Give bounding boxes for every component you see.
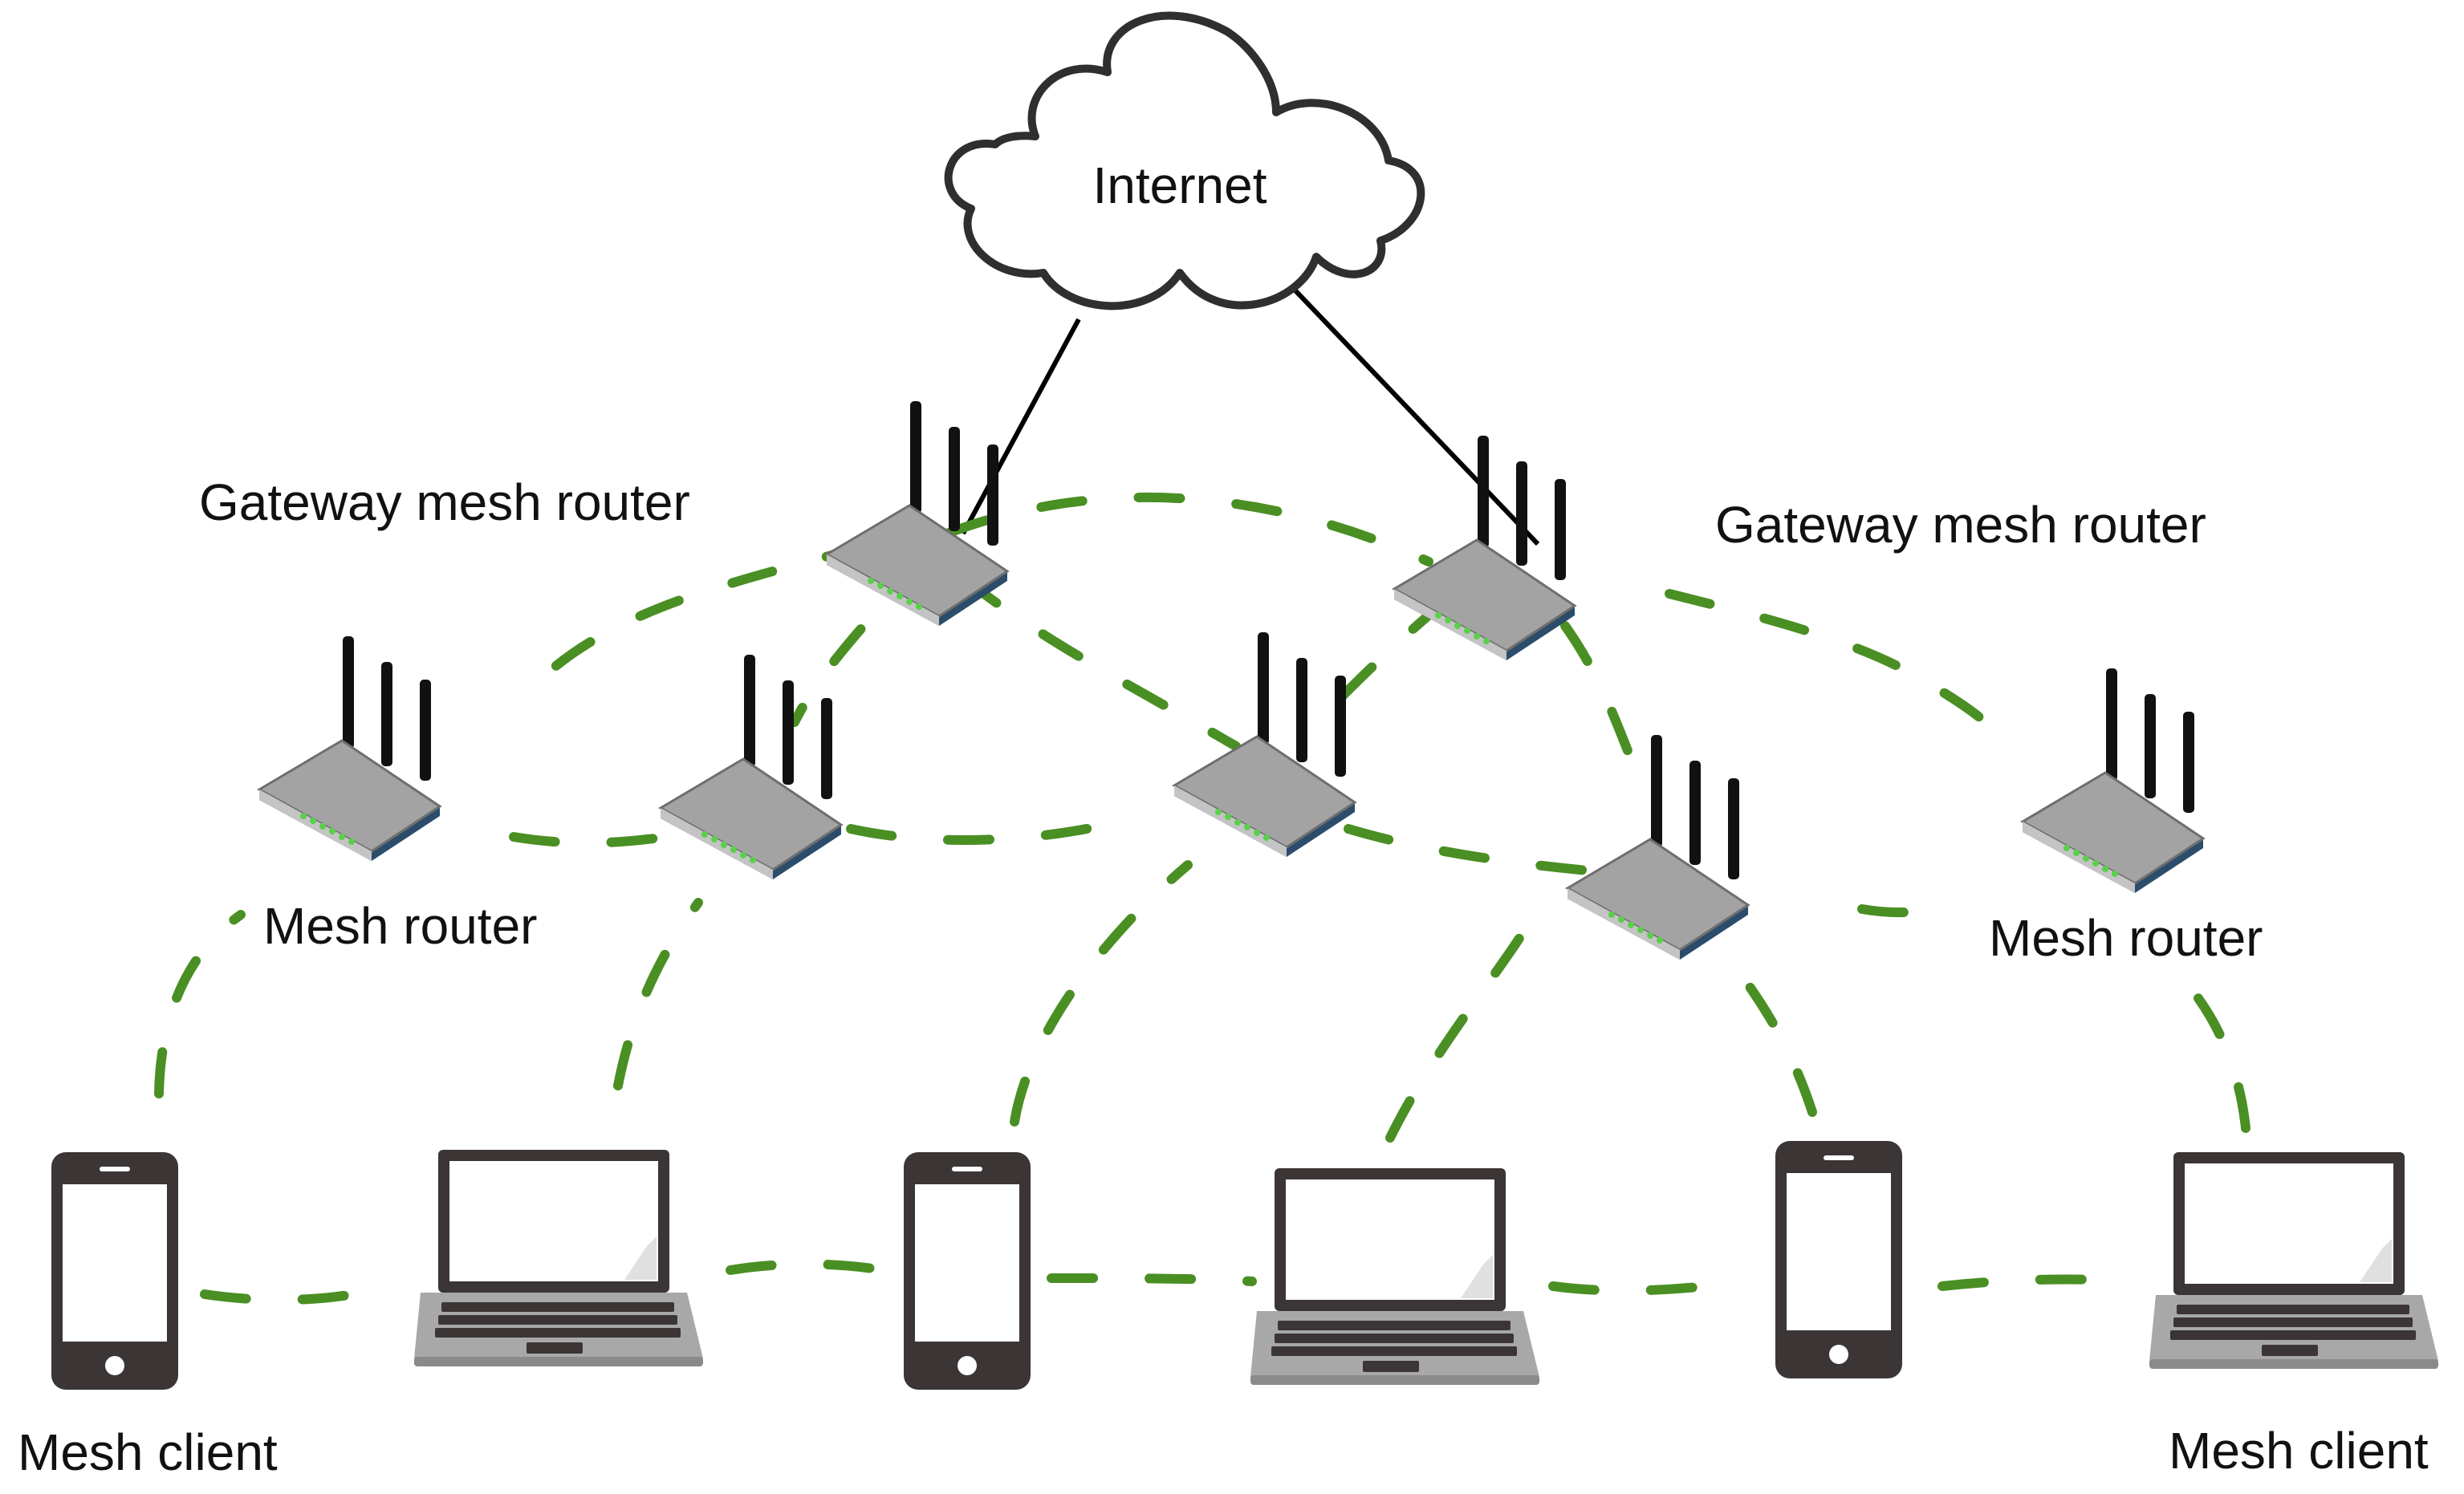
- mesh-router-icon: [1566, 733, 1750, 961]
- smartphone-icon: [904, 1152, 1031, 1390]
- mesh-router-icon: [659, 653, 843, 881]
- mesh-client-right-label: Mesh client: [2169, 1422, 2429, 1480]
- wireless-links: [154, 492, 2251, 1305]
- internet-label: Internet: [1092, 156, 1267, 214]
- gateway-router-right-label: Gateway mesh router: [1715, 496, 2206, 554]
- mesh-router-right-icon: [2021, 667, 2205, 895]
- gateway-router-left-label: Gateway mesh router: [199, 473, 690, 531]
- mesh-router-left-icon: [258, 635, 441, 863]
- mesh-router-left-label: Mesh router: [263, 897, 537, 955]
- wired-link-gateway-left: [961, 318, 1081, 535]
- gateway-router-left-icon: [825, 400, 1009, 627]
- smartphone-icon: [51, 1152, 178, 1390]
- wired-link-gateway-right: [1290, 285, 1540, 546]
- laptop-icon: [2149, 1152, 2438, 1369]
- laptop-icon: [1250, 1168, 1539, 1385]
- mesh-client-left-label: Mesh client: [18, 1423, 278, 1481]
- smartphone-icon: [1775, 1141, 1902, 1378]
- mesh-router-right-label: Mesh router: [1989, 909, 2263, 967]
- mesh-router-icon: [1173, 631, 1356, 859]
- cloud-icon: [944, 11, 1425, 311]
- laptop-icon: [414, 1150, 703, 1366]
